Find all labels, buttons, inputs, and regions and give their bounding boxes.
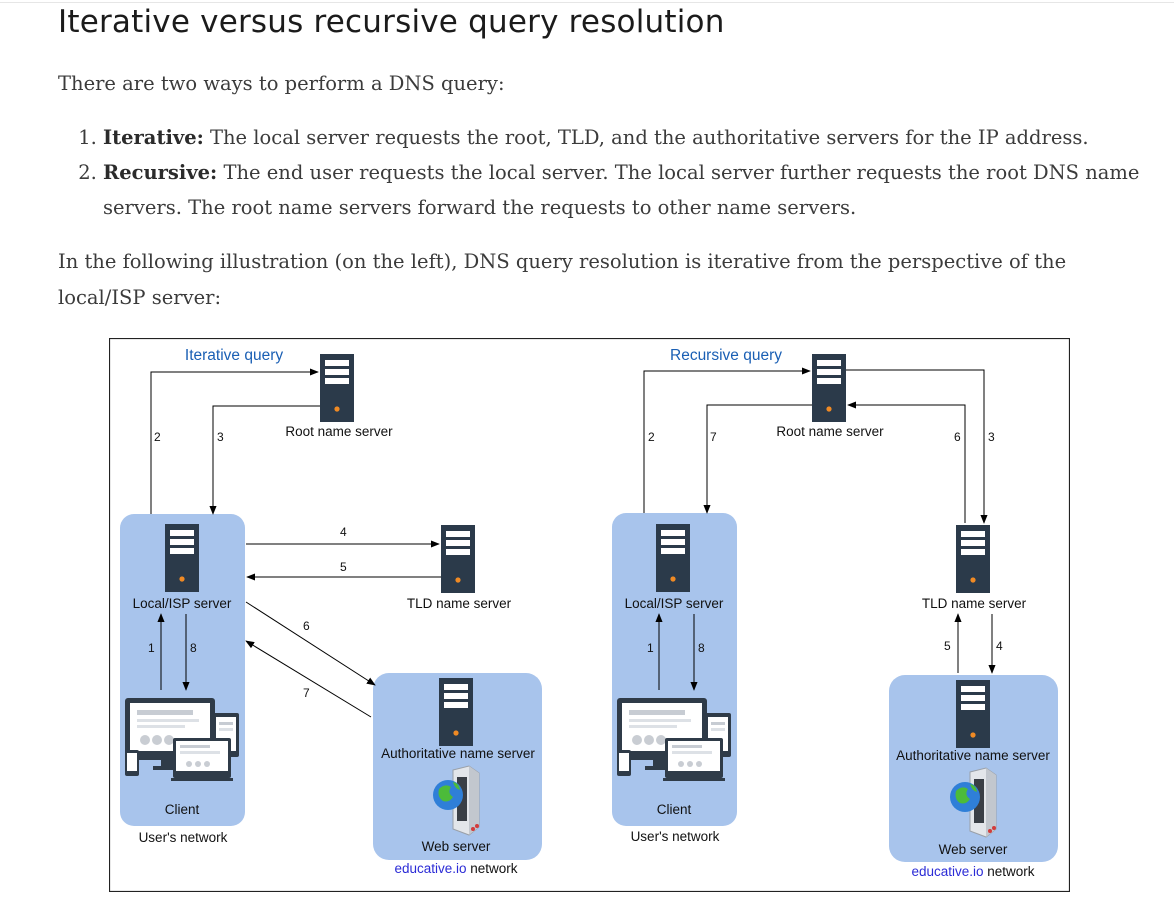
step-label-7: 7: [710, 430, 717, 444]
web-server-label: Web server: [422, 839, 491, 854]
local-isp-server-icon: [656, 524, 690, 592]
step-label-8: 8: [698, 641, 705, 655]
step-label-1: 1: [647, 641, 654, 655]
users-network-label: User's network: [631, 829, 720, 844]
arrow-step-2: [150, 368, 319, 514]
list-item-iterative: Iterative: The local server requests the…: [103, 120, 1174, 155]
educative-network-label: educative.io network: [394, 861, 517, 876]
client-label: Client: [657, 802, 692, 817]
root-server-label: Root name server: [776, 424, 884, 439]
list-text: The local server requests the root, TLD,…: [203, 126, 1089, 149]
tld-server-label: TLD name server: [922, 596, 1027, 611]
arrow-step-6: [847, 401, 966, 523]
list-item-recursive: Recursive: The end user requests the loc…: [103, 155, 1174, 225]
arrow-step-6: [245, 601, 376, 686]
authoritative-server-label: Authoritative name server: [381, 746, 535, 761]
tld-server-icon: [956, 525, 990, 593]
authoritative-server-icon: [439, 678, 473, 746]
step-label-1: 1: [148, 641, 155, 655]
illustration-paragraph: In the following illustration (on the le…: [58, 250, 1067, 309]
educative-network-label: educative.io network: [911, 864, 1034, 879]
dns-resolution-diagram: Iterative query Root name server Local/I…: [109, 338, 1070, 892]
step-label-8: 8: [190, 641, 197, 655]
step-label-2: 2: [154, 430, 161, 444]
authoritative-server-label: Authoritative name server: [896, 748, 1050, 763]
client-label: Client: [165, 802, 200, 817]
step-label-6: 6: [954, 430, 961, 444]
step-label-5: 5: [944, 639, 951, 653]
local-isp-server-icon: [165, 524, 199, 592]
list-term: Iterative:: [103, 126, 204, 149]
recursive-query-title: Recursive query: [670, 347, 782, 364]
tld-server-label: TLD name server: [407, 596, 512, 611]
step-label-7: 7: [303, 686, 310, 700]
arrow-step-7: [245, 640, 372, 718]
page-title: Iterative versus recursive query resolut…: [58, 4, 725, 40]
step-label-4: 4: [340, 525, 347, 539]
root-server-icon: [812, 354, 846, 422]
root-server-label: Root name server: [285, 424, 393, 439]
network-suffix: network: [467, 861, 518, 876]
step-label-6: 6: [303, 619, 310, 633]
educative-link[interactable]: educative.io: [394, 861, 466, 876]
educative-link[interactable]: educative.io: [911, 864, 983, 879]
step-label-3: 3: [217, 430, 224, 444]
step-label-3: 3: [988, 430, 995, 444]
root-server-icon: [320, 354, 354, 422]
arrow-step-3: [846, 369, 988, 524]
intro-paragraph: There are two ways to perform a DNS quer…: [58, 72, 505, 95]
list-text: The end user requests the local server. …: [103, 161, 1140, 219]
local-isp-server-label: Local/ISP server: [133, 596, 232, 611]
step-label-2: 2: [648, 430, 655, 444]
top-divider: [0, 2, 1174, 3]
tld-server-icon: [441, 525, 475, 593]
authoritative-server-icon: [956, 680, 990, 748]
web-server-label: Web server: [939, 842, 1008, 857]
educative-network-panel: [373, 673, 542, 860]
arrow-step-7: [703, 404, 812, 514]
users-network-label: User's network: [139, 830, 228, 845]
network-suffix: network: [984, 864, 1035, 879]
step-label-4: 4: [996, 639, 1003, 653]
query-type-list: Iterative: The local server requests the…: [58, 120, 1174, 225]
iterative-query-title: Iterative query: [185, 347, 283, 364]
list-term: Recursive:: [103, 161, 218, 184]
educative-network-panel: [889, 675, 1058, 862]
arrow-step-2: [643, 367, 811, 513]
arrow-step-3: [209, 405, 320, 515]
step-label-5: 5: [340, 560, 347, 574]
local-isp-server-label: Local/ISP server: [625, 596, 724, 611]
